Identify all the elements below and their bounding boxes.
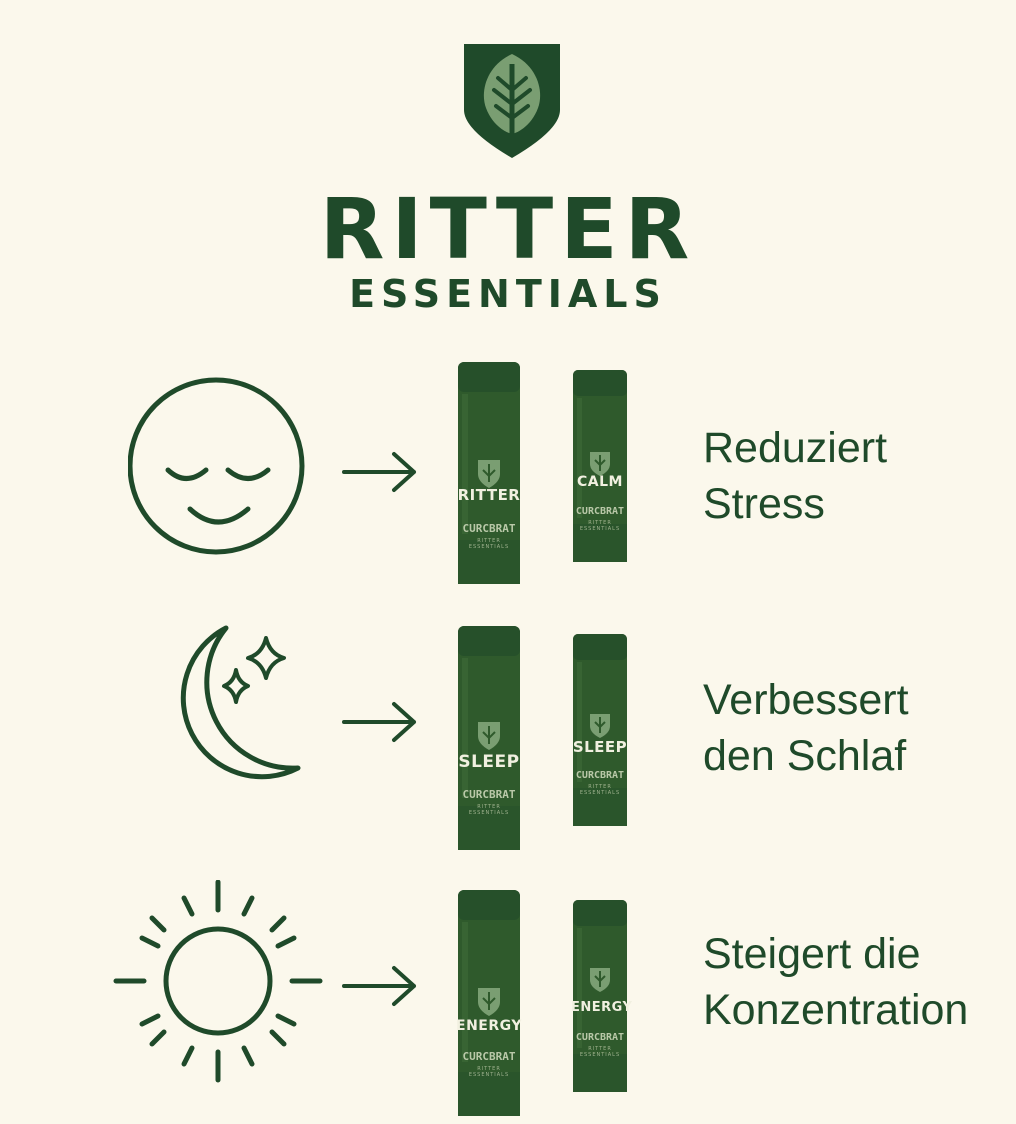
bottle-fine-print: RITTER ESSENTIALS <box>579 784 621 796</box>
bottle-large: ENERGY CURCBRAT RITTER ESSENTIALS <box>456 888 522 1118</box>
benefit-text: Reduziert Stress <box>703 420 887 532</box>
leaf-shield-icon <box>464 44 560 158</box>
benefit-text: Verbessert den Schlaf <box>703 672 909 784</box>
bottle-sub-label: CURCBRAT <box>462 522 516 535</box>
bottle-sub-label: CURCBRAT <box>575 770 625 781</box>
sun-icon <box>113 880 323 1083</box>
arrow-right-icon <box>342 702 416 742</box>
arrow-right-icon <box>342 966 416 1006</box>
bottle-sub-label: CURCBRAT <box>462 788 516 801</box>
benefit-line-2: Konzentration <box>703 986 969 1034</box>
bottle-label: ENERGY <box>456 1018 522 1034</box>
bottle-sub-label: CURCBRAT <box>575 506 625 517</box>
bottle-fine-print: RITTER ESSENTIALS <box>579 1046 621 1058</box>
moon-stars-icon <box>180 625 301 780</box>
bottle-fine-print: RITTER ESSENTIALS <box>468 538 510 550</box>
bottle-small: ENERGY CURCBRAT RITTER ESSENTIALS <box>571 898 633 1094</box>
bottle-large: RITTER CURCBRAT RITTER ESSENTIALS <box>456 360 522 586</box>
bottle-label: CALM <box>577 474 623 490</box>
bottle-label: RITTER <box>457 486 521 504</box>
bottle-label: ENERGY <box>571 1000 633 1015</box>
bottle-small: CALM CURCBRAT RITTER ESSENTIALS <box>571 368 629 564</box>
bottle-large: SLEEP CURCBRAT RITTER ESSENTIALS <box>456 624 522 852</box>
benefit-row-stress: RITTER CURCBRAT RITTER ESSENTIALS CALM C… <box>0 360 1016 600</box>
bottle-fine-print: RITTER ESSENTIALS <box>468 804 510 816</box>
benefit-row-concentration: ENERGY CURCBRAT RITTER ESSENTIALS ENERGY… <box>0 880 1016 1124</box>
bottle-sub-label: CURCBRAT <box>462 1050 516 1063</box>
bottle-label: SLEEP <box>458 752 520 772</box>
brand-logo: RITTER ESSENTIALS <box>0 0 1016 330</box>
benefit-line-1: Reduziert <box>703 424 888 472</box>
bottle-label: SLEEP <box>572 738 628 756</box>
benefit-line-2: den Schlaf <box>703 732 907 780</box>
bottle-fine-print: RITTER ESSENTIALS <box>579 520 621 532</box>
bottle-small: SLEEP CURCBRAT RITTER ESSENTIALS <box>571 632 629 828</box>
benefit-line-2: Stress <box>703 480 825 528</box>
benefit-line-1: Verbessert <box>703 676 909 724</box>
brand-subtitle: ESSENTIALS <box>349 272 667 316</box>
benefit-row-sleep: SLEEP CURCBRAT RITTER ESSENTIALS SLEEP C… <box>0 624 1016 864</box>
bottle-sub-label: CURCBRAT <box>575 1032 625 1043</box>
brand-name: RITTER <box>319 180 697 278</box>
benefit-line-1: Steigert die <box>703 930 921 978</box>
bottle-fine-print: RITTER ESSENTIALS <box>468 1066 510 1078</box>
smiling-face-icon <box>128 377 305 555</box>
arrow-right-icon <box>342 452 416 492</box>
benefit-text: Steigert die Konzentration <box>703 926 968 1038</box>
